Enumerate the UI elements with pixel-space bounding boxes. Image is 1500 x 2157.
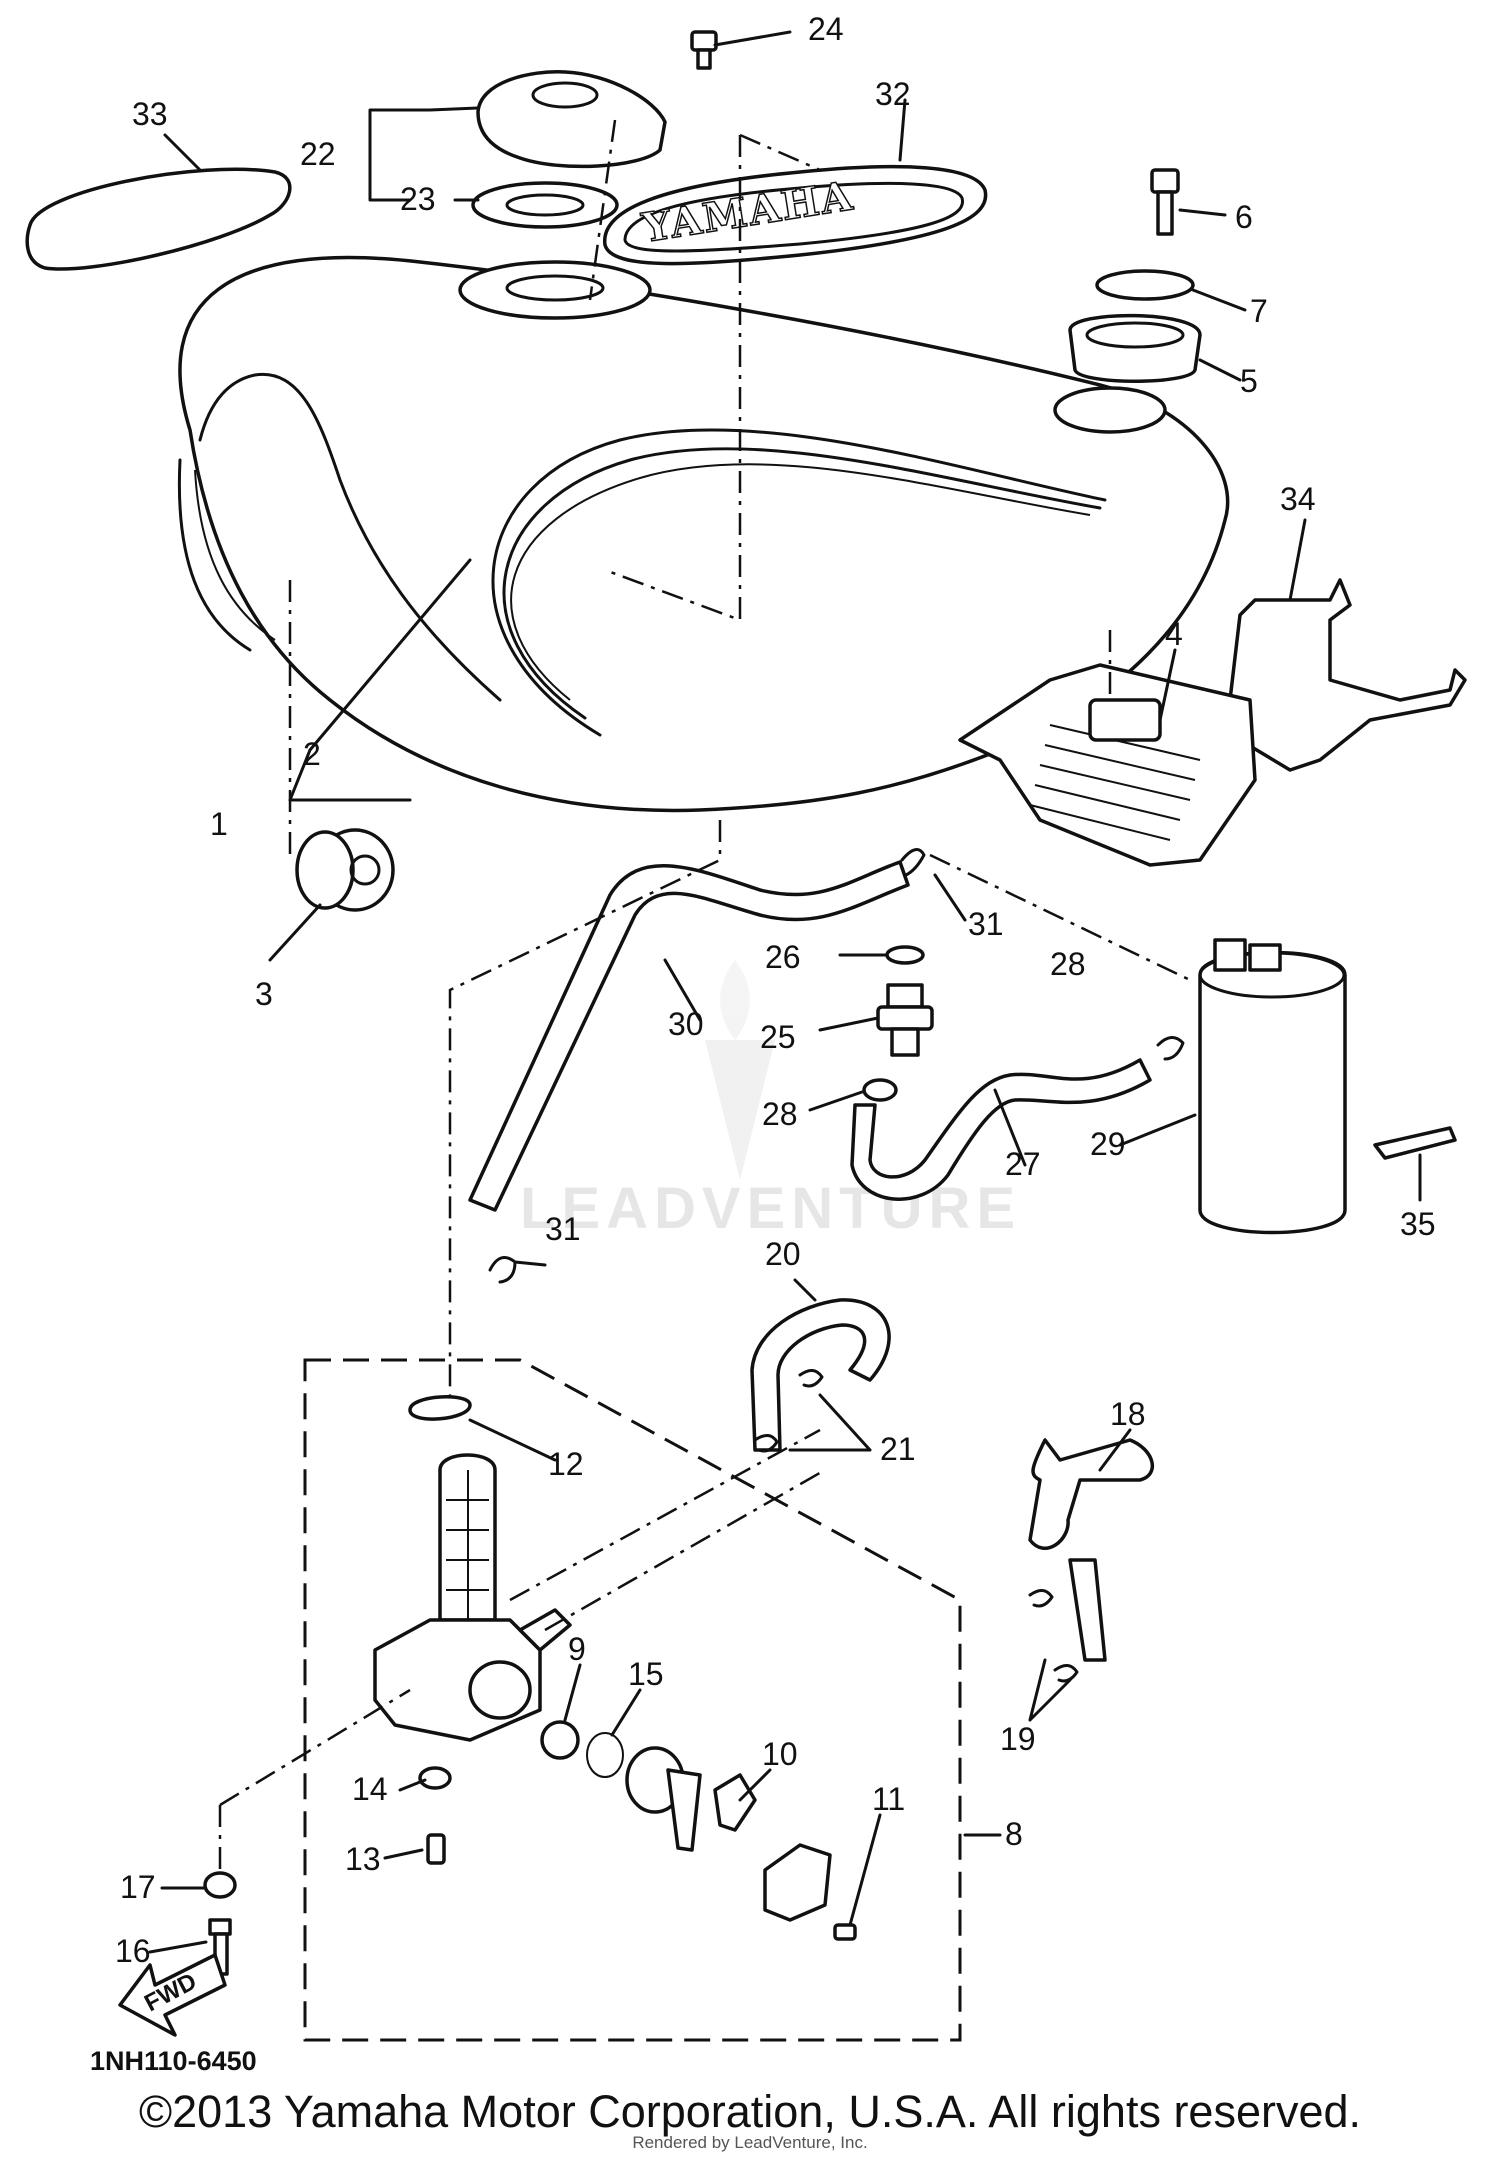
screw-11 — [833, 1923, 857, 1941]
bolt-6 — [1150, 168, 1180, 236]
callout-19: 19 — [1000, 1721, 1036, 1757]
callout-14: 14 — [352, 1771, 388, 1807]
callout-1: 1 — [210, 806, 228, 842]
leader-lines — [148, 30, 1422, 1954]
bolt-13 — [426, 1833, 446, 1865]
callout-26: 26 — [765, 939, 801, 975]
callout-29: 29 — [1090, 1126, 1126, 1162]
callout-15: 15 — [628, 1656, 664, 1692]
o-ring-15 — [586, 1732, 624, 1778]
callout-2: 2 — [303, 736, 321, 772]
gasket-26 — [885, 945, 925, 965]
washer-17 — [203, 1871, 237, 1899]
clips-21 — [753, 1369, 824, 1453]
cover-plate — [763, 1843, 832, 1922]
clip-31-upper — [900, 848, 926, 877]
callout-34: 34 — [1280, 481, 1316, 517]
callout-24: 24 — [808, 11, 844, 47]
callout-10: 10 — [762, 1736, 798, 1772]
washer-9 — [540, 1720, 580, 1760]
callout-35: 35 — [1400, 1206, 1436, 1242]
watermark-text: LEADVENTURE — [520, 1176, 1021, 1241]
fuel-tank — [177, 255, 1230, 813]
callout-33: 33 — [132, 96, 168, 132]
joint-25 — [876, 983, 934, 1057]
callout-6: 6 — [1235, 199, 1253, 235]
cap-3 — [295, 828, 395, 912]
bolt-24 — [690, 30, 718, 70]
emblem-pad — [25, 167, 292, 271]
callout-13: 13 — [345, 1841, 381, 1877]
lever-knob — [625, 1746, 702, 1852]
hose-30 — [468, 860, 910, 1212]
callout-28a: 28 — [1050, 946, 1086, 982]
damper-5 — [1068, 313, 1202, 383]
petcock-assembly-boundary — [303, 1358, 962, 2042]
fuel-tank-parts-diagram: LEADVENTURE YAMAHA — [25, 11, 1467, 2076]
callout-25: 25 — [760, 1019, 796, 1055]
watermark-logo — [705, 960, 775, 1180]
hose-18-tail — [1068, 1558, 1107, 1662]
callout-20: 20 — [765, 1236, 801, 1272]
canister-29 — [1198, 938, 1347, 1235]
callout-17: 17 — [120, 1869, 156, 1905]
band-35 — [1373, 1126, 1457, 1160]
callout-31b: 31 — [545, 1211, 581, 1247]
callout-32: 32 — [875, 76, 911, 112]
spring-10 — [713, 1773, 757, 1832]
callout-30: 30 — [668, 1006, 704, 1042]
callout-28b: 28 — [762, 1096, 798, 1132]
fuel-cock — [373, 1453, 572, 1742]
filler-cap — [476, 70, 667, 169]
clip-31-lower — [488, 1256, 517, 1284]
callout-21: 21 — [880, 1431, 916, 1467]
gasket-12 — [408, 1395, 472, 1421]
callout-31a: 31 — [968, 906, 1004, 942]
callout-16: 16 — [115, 1933, 151, 1969]
callout-23: 23 — [400, 181, 436, 217]
callout-18: 18 — [1110, 1396, 1146, 1432]
callout-12: 12 — [548, 1446, 584, 1482]
hose-20 — [750, 1298, 891, 1452]
hose-18 — [1028, 1438, 1155, 1550]
copyright-notice: ©2013 Yamaha Motor Corporation, U.S.A. A… — [138, 2086, 1362, 2137]
assembly-lines — [218, 119, 1191, 1870]
callout-7: 7 — [1250, 293, 1268, 329]
hose-27 — [850, 1058, 1152, 1201]
gasket-28 — [862, 1078, 898, 1102]
callout-4: 4 — [1165, 616, 1183, 652]
rendered-by-note: Rendered by LeadVenture, Inc. — [632, 2133, 868, 2152]
washer-14 — [418, 1766, 452, 1790]
callout-22: 22 — [300, 136, 336, 172]
filler-gasket — [471, 181, 619, 229]
insulator-cover-4 — [958, 663, 1257, 867]
clips-19 — [1028, 1589, 1079, 1683]
clip-28-upper — [1156, 1036, 1185, 1061]
callout-11: 11 — [872, 1781, 905, 1817]
washer-7 — [1095, 269, 1195, 301]
callout-27: 27 — [1005, 1146, 1041, 1182]
callout-9: 9 — [568, 1631, 586, 1667]
bracket-34 — [1228, 578, 1467, 772]
callout-labels: 24 33 32 22 23 6 7 5 34 4 2 1 3 31 26 28… — [115, 11, 1436, 1969]
callout-5: 5 — [1240, 363, 1258, 399]
yamaha-emblem: YAMAHA — [603, 164, 988, 266]
callout-8: 8 — [1005, 1816, 1023, 1852]
callout-3: 3 — [255, 976, 273, 1012]
part-code: 1NH110-6450 — [90, 2046, 257, 2076]
